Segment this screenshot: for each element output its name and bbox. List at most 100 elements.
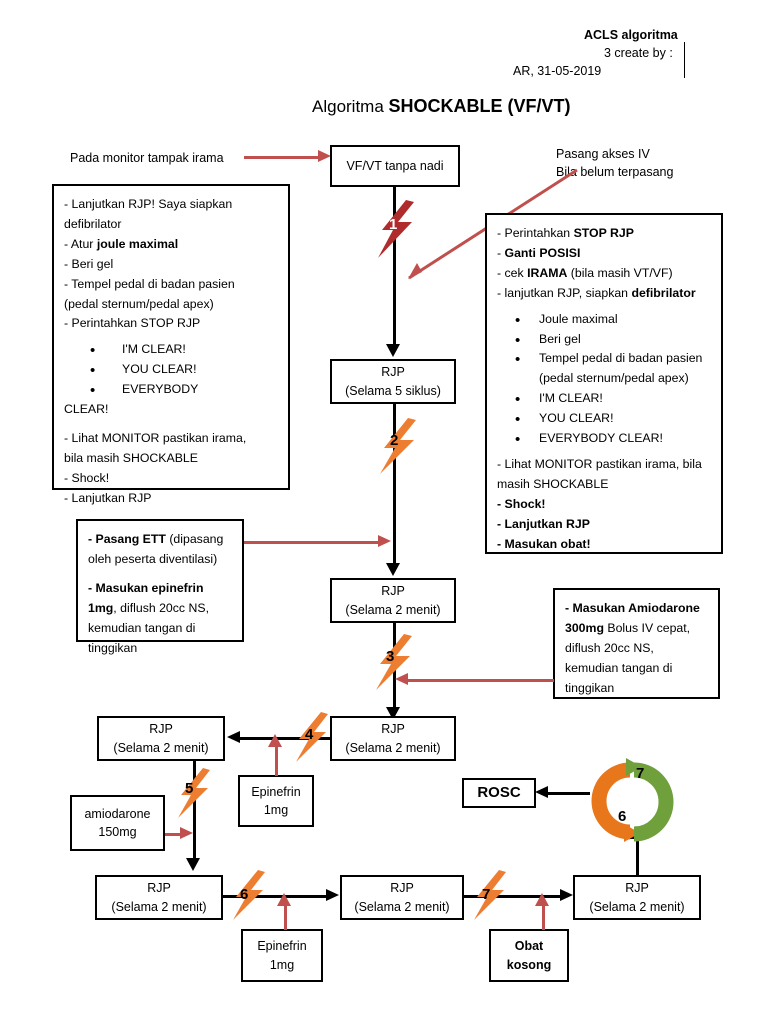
right-bullet-1: Beri gel — [497, 329, 711, 353]
left-line1b: defibrilator — [64, 216, 122, 231]
left-line4b: (pedal sternum/pedal apex) — [64, 296, 214, 311]
rosc-cycle-icon — [591, 758, 674, 842]
header-title: ACLS algoritma — [584, 28, 678, 42]
right-tail3-bold: - Lanjutkan RJP — [497, 516, 590, 531]
bolt-3-icon — [376, 634, 412, 690]
panel-amiodarone-300: - Masukan Amiodarone 300mg Bolus IV cepa… — [553, 588, 720, 699]
arrow-ett-to-flow — [244, 541, 382, 544]
page-title-emphasis: SHOCKABLE (VF/VT) — [388, 96, 571, 116]
right-bullet-5: EVERYBODY CLEAR! — [497, 428, 711, 452]
node-rjpE-line2: (Selama 2 menit) — [354, 899, 450, 914]
right-line2-pre: - — [497, 245, 505, 260]
bolt-3-number: 3 — [386, 648, 395, 665]
right-line1-pre: - Perintahkan — [497, 226, 574, 240]
node-rjp-c[interactable]: RJP (Selama 2 menit) — [97, 716, 225, 761]
arrowhead-to-rosc — [535, 786, 548, 798]
node-rjpD-line1: RJP — [147, 881, 171, 896]
left-tail3: - Lanjutkan RJP — [64, 490, 152, 505]
right-bullet-3: I'M CLEAR! — [497, 388, 711, 412]
amio-line1: - Masukan Amiodarone — [565, 599, 708, 619]
node-rjp-b[interactable]: RJP (Selama 2 menit) — [330, 716, 456, 761]
arrowhead-amio150 — [180, 827, 193, 839]
left-line2-pre: - Atur — [64, 236, 97, 251]
right-line3-pre: - cek — [497, 265, 528, 280]
header-divider — [684, 42, 685, 78]
left-tail1a: - Lihat MONITOR pastikan irama, — [64, 430, 247, 445]
node-vfvt[interactable]: VF/VT tanpa nadi — [330, 145, 460, 187]
bolt-5-icon — [178, 768, 210, 818]
right-line4-pre: - lanjutkan RJP, siapkan — [497, 285, 632, 300]
panel-ett: - Pasang ETT (dipasang oleh peserta dive… — [76, 519, 244, 655]
node-rosc[interactable]: ROSC — [462, 778, 536, 808]
amio-line1-bold: - Masukan Amiodarone — [565, 601, 700, 615]
node-epinefrin-2[interactable]: Epinefrin 1mg — [241, 929, 323, 982]
node-amio150-line1: amiodarone — [84, 806, 151, 821]
ett-line2: oleh peserta diventilasi) — [88, 551, 218, 566]
node-epi1-line2: 1mg — [263, 803, 289, 817]
label-monitor: Pada monitor tampak irama — [70, 151, 224, 165]
right-tail2-bold: - Shock! — [497, 496, 546, 511]
left-bullet-list: I'M CLEAR! YOU CLEAR! EVERYBODY — [64, 339, 278, 403]
node-rjp-a[interactable]: RJP (Selama 2 menit) — [330, 578, 456, 623]
node-rjp-e[interactable]: RJP (Selama 2 menit) — [340, 875, 464, 920]
arrowhead-to-rjpF — [560, 889, 573, 901]
arrowhead-to-rjp5 — [386, 344, 400, 357]
left-line5: - Perintahkan STOP RJP — [64, 316, 201, 331]
right-tail4-bold: - Masukan obat! — [497, 536, 591, 551]
panel-left-instructions: - Lanjutkan RJP! Saya siapkan defibrilat… — [52, 184, 290, 505]
node-obat-kosong[interactable]: Obat kosong — [489, 929, 569, 982]
amio-line4: kemudian tangan di — [565, 660, 673, 675]
right-bullet-2-cont: (pedal sternum/pedal apex) — [539, 371, 689, 386]
left-line3: - Beri gel — [64, 256, 114, 271]
left-line2: - Atur joule maximal — [64, 235, 278, 255]
arrow-obat-to-flow — [542, 903, 545, 930]
connector-rjpD-to-rjpE — [223, 895, 331, 898]
left-tail1b: bila masih SHOCKABLE — [64, 450, 198, 465]
arrow-amio150-to-flow — [165, 833, 185, 836]
amio-line2-bold: 300mg — [565, 620, 604, 635]
node-rjpB-line1: RJP — [381, 722, 405, 737]
label-iv-line1: Pasang akses IV — [556, 147, 650, 161]
bolt-6-number: 6 — [240, 886, 249, 903]
right-tail2: - Shock! — [497, 495, 711, 515]
bolt-7-number: 7 — [482, 886, 491, 903]
rosc-cycle-num-green: 7 — [636, 765, 645, 782]
arrowhead-epi2 — [277, 893, 291, 906]
left-bullet-0: I'M CLEAR! — [64, 339, 278, 363]
arrowhead-to-rjpD — [186, 858, 200, 871]
bolt-4-number: 4 — [305, 726, 314, 743]
page-title-prefix: Algoritma — [312, 97, 389, 116]
node-rosc-line1: ROSC — [477, 784, 521, 802]
node-rjpC-line1: RJP — [149, 722, 173, 737]
node-rjp-5siklus[interactable]: RJP (Selama 5 siklus) — [330, 359, 456, 404]
node-rjp-f[interactable]: RJP (Selama 2 menit) — [573, 875, 701, 920]
node-rjpD-line2: (Selama 2 menit) — [111, 899, 207, 914]
connector-rjp5-to-rjpA — [393, 404, 396, 570]
arrow-amio300-to-flow — [406, 679, 554, 682]
right-line3: - cek IRAMA (bila masih VT/VF) — [497, 264, 711, 284]
node-epinefrin-1[interactable]: Epinefrin 1mg — [238, 775, 314, 827]
label-iv-line2: Bila belum terpasang — [556, 165, 674, 180]
connector-vfvt-to-rjp5 — [393, 187, 396, 350]
right-tail3: - Lanjutkan RJP — [497, 515, 711, 535]
right-bullet-list: Joule maximal Beri gel Tempel pedal di b… — [497, 309, 711, 453]
right-line1-bold: STOP RJP — [573, 226, 634, 240]
left-bullet-2: EVERYBODY — [64, 379, 278, 403]
ett-line3-bold: - Masukan epinefrin — [88, 580, 204, 595]
right-bullet-2: Tempel pedal di badan pasien — [497, 348, 711, 372]
node-rjp-d[interactable]: RJP (Selama 2 menit) — [95, 875, 223, 920]
node-amiodarone-150[interactable]: amiodarone 150mg — [70, 795, 165, 851]
right-tail1b: masih SHOCKABLE — [497, 476, 609, 491]
node-rjpF-line1: RJP — [625, 881, 649, 896]
right-line2-bold: Ganti POSISI — [504, 245, 581, 260]
arrow-epi1-to-flow — [275, 744, 278, 776]
node-rjp5-line2: (Selama 5 siklus) — [345, 383, 441, 398]
ett-line3: - Masukan epinefrin — [88, 579, 232, 599]
arrow-epi2-to-flow — [284, 903, 287, 930]
amio-line2: 300mg Bolus IV cepat, — [565, 619, 708, 639]
ett-line1-bold: - Pasang ETT — [88, 532, 166, 546]
amio-line5: tinggikan — [565, 680, 615, 695]
arrowhead-monitor — [318, 150, 331, 162]
connector-rjpE-to-rjpF — [464, 895, 566, 898]
bolt-7-icon — [474, 870, 506, 920]
